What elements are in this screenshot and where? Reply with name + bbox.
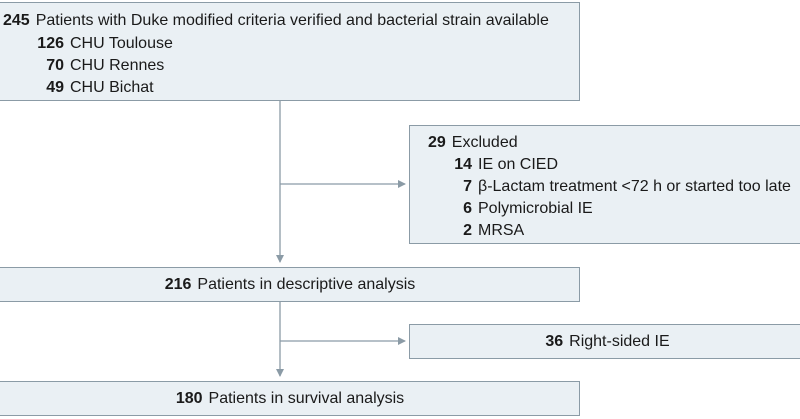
exclusion-item: 2 MRSA — [428, 221, 524, 241]
exclusion-count: 7 — [463, 178, 472, 195]
exclusion-count: 2 — [463, 222, 472, 239]
site-label: CHU Bichat — [70, 79, 154, 96]
exclusion-label: MRSA — [478, 222, 525, 239]
right-sided-count: 36 — [545, 333, 564, 350]
eligible-label: Patients with Duke modified criteria ver… — [35, 12, 549, 29]
site-item-rennes: 70 CHU Rennes — [3, 56, 164, 76]
site-item-toulouse: 126 CHU Toulouse — [3, 34, 173, 54]
descriptive-count: 216 — [164, 276, 192, 293]
eligible-count: 245 — [3, 12, 30, 29]
site-count: 49 — [46, 79, 64, 96]
survival-label: Patients in survival analysis — [208, 390, 405, 407]
right-sided-ie-box: 36 Right-sided IE — [409, 324, 800, 359]
exclusion-item: 7 β-Lactam treatment <72 h or started too… — [428, 177, 791, 197]
site-count: 70 — [46, 57, 64, 74]
excluded-count: 29 — [428, 134, 446, 151]
exclusion-count: 14 — [454, 156, 472, 173]
site-label: CHU Rennes — [70, 57, 165, 74]
exclusion-item: 14 IE on CIED — [428, 155, 558, 175]
survival-count: 180 — [175, 390, 203, 407]
site-item-bichat: 49 CHU Bichat — [3, 78, 154, 98]
exclusion-label: Polymicrobial IE — [478, 200, 593, 217]
exclusion-label: β-Lactam treatment <72 h or started too … — [478, 178, 791, 195]
descriptive-label: Patients in descriptive analysis — [197, 276, 416, 293]
right-sided-label: Right-sided IE — [569, 333, 670, 350]
site-label: CHU Toulouse — [70, 35, 173, 52]
descriptive-analysis-box: 216 Patients in descriptive analysis — [0, 267, 580, 302]
eligible-patients-box: 245 Patients with Duke modified criteria … — [0, 2, 580, 101]
survival-analysis-box: 180 Patients in survival analysis — [0, 381, 580, 416]
exclusion-label: IE on CIED — [478, 156, 559, 173]
site-count: 126 — [37, 35, 64, 52]
exclusion-count: 6 — [463, 200, 472, 217]
excluded-label: Excluded — [451, 134, 518, 151]
excluded-box: 29 Excluded 14 IE on CIED 7 β-Lactam treatm… — [409, 125, 800, 244]
exclusion-item: 6 Polymicrobial IE — [428, 199, 593, 219]
